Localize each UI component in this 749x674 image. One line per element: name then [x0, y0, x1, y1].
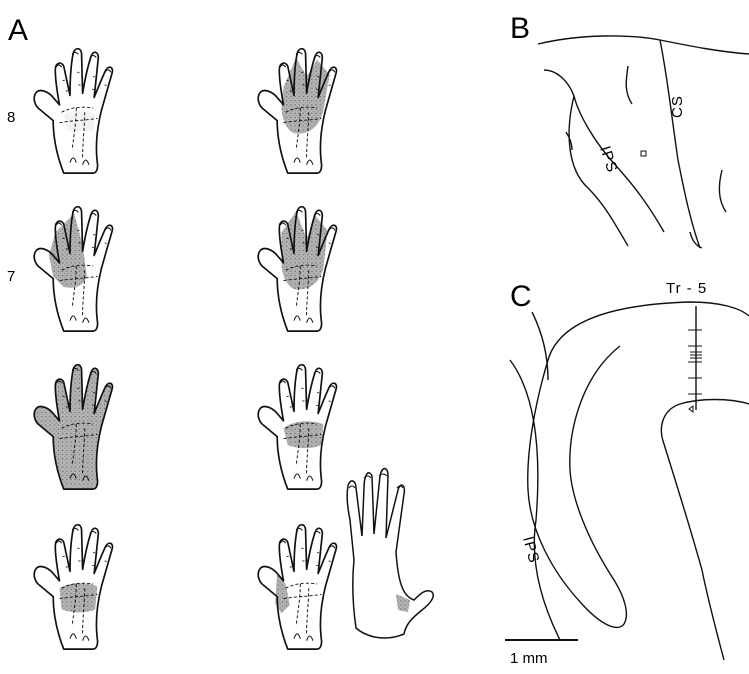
scale-bar-label: 1 mm [510, 650, 548, 667]
row-label-8: 8 [7, 109, 15, 126]
hand-diagram-a5 [258, 49, 336, 173]
cs-label-b: CS [669, 95, 686, 118]
brain-surface-diagram [538, 36, 749, 248]
hand-dorsal-diagram [347, 469, 433, 638]
row-label-7: 7 [7, 268, 15, 285]
hand-diagram-a8 [258, 525, 336, 649]
brain-section-diagram [510, 302, 749, 660]
hand-diagram-a6 [258, 207, 336, 331]
ips-label-b: IPS [596, 144, 621, 175]
panel-a-label: A [8, 14, 28, 47]
panel-b-label: B [510, 12, 530, 45]
hand-diagram-a7 [258, 365, 336, 489]
hand-diagram-a1 [34, 49, 112, 173]
panel-c-label: C [510, 280, 532, 313]
hand-diagram-a3 [34, 365, 112, 489]
hand-diagram-a4 [34, 525, 112, 649]
hand-diagram-a2 [34, 207, 112, 331]
track-label: Tr - 5 [666, 280, 707, 297]
